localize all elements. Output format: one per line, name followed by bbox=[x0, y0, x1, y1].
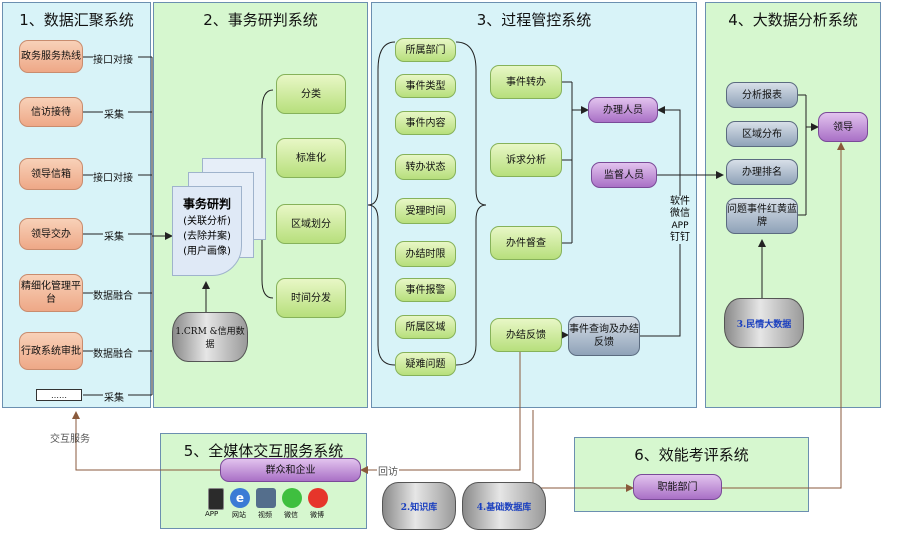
action-transfer[interactable]: 事件转办 bbox=[490, 65, 562, 99]
channel-label: 微信 bbox=[670, 208, 690, 219]
attr-event-content[interactable]: 事件内容 bbox=[395, 111, 456, 135]
icon-label: 视频 bbox=[258, 511, 272, 519]
analysis-warning-cards[interactable]: 问题事件红黄蓝牌 bbox=[726, 198, 798, 234]
source-more[interactable]: …… bbox=[36, 389, 82, 401]
functional-department-node[interactable]: 职能部门 bbox=[633, 474, 722, 500]
source-leader-assign[interactable]: 领导交办 bbox=[19, 218, 83, 250]
action-supervise[interactable]: 办件督查 bbox=[490, 226, 562, 260]
conn-label: 采集 bbox=[104, 110, 124, 121]
conn-label: 接口对接 bbox=[93, 173, 133, 184]
conn-label: 数据融合 bbox=[93, 349, 133, 360]
weibo-icon[interactable] bbox=[308, 488, 328, 508]
action-appeal-analysis[interactable]: 诉求分析 bbox=[490, 143, 562, 177]
panel-title: 5、全媒体交互服务系统 bbox=[183, 442, 344, 460]
panel-title: 6、效能考评系统 bbox=[634, 446, 749, 464]
conn-label: 采集 bbox=[104, 393, 124, 404]
wechat-icon[interactable] bbox=[282, 488, 302, 508]
research-doc[interactable]: 事务研判 (关联分析) (去除并案) (用户画像) bbox=[172, 186, 242, 276]
source-petition[interactable]: 信访接待 bbox=[19, 97, 83, 127]
crm-database[interactable]: 1.CRM &信用数据 bbox=[172, 312, 248, 362]
app-icon[interactable] bbox=[208, 488, 224, 510]
attr-difficult[interactable]: 疑难问题 bbox=[395, 352, 456, 376]
panel-title: 2、事务研判系统 bbox=[203, 11, 318, 29]
action-feedback[interactable]: 办结反馈 bbox=[490, 318, 562, 352]
research-doc-line: (去除并案) bbox=[183, 231, 231, 242]
leader-node[interactable]: 领导 bbox=[818, 112, 868, 142]
video-icon[interactable] bbox=[256, 488, 276, 508]
research-doc-line: (关联分析) bbox=[183, 216, 231, 227]
knowledge-base[interactable]: 2.知识库 bbox=[382, 482, 456, 530]
panel-title: 3、过程管控系统 bbox=[476, 11, 592, 29]
big-data-database[interactable]: 3.民情大数据 bbox=[724, 298, 804, 348]
channel-label: APP bbox=[671, 221, 689, 231]
output-standardize[interactable]: 标准化 bbox=[276, 138, 346, 178]
analysis-report[interactable]: 分析报表 bbox=[726, 82, 798, 108]
channel-labels: 软件 微信 APP 钉钉 bbox=[665, 196, 695, 244]
channel-label: 钉钉 bbox=[670, 232, 690, 243]
base-database[interactable]: 4.基础数据库 bbox=[462, 482, 546, 530]
source-leader-mailbox[interactable]: 领导信箱 bbox=[19, 158, 83, 190]
output-classify[interactable]: 分类 bbox=[276, 74, 346, 114]
attr-transfer-status[interactable]: 转办状态 bbox=[395, 154, 456, 180]
attr-accept-time[interactable]: 受理时间 bbox=[395, 198, 456, 224]
media-icons: e APP 网站 视频 微信 微博 bbox=[200, 488, 340, 524]
research-doc-line: (用户画像) bbox=[183, 246, 231, 257]
edge-label-visit: 回访 bbox=[377, 463, 399, 478]
channel-label: 软件 bbox=[670, 196, 690, 207]
edge-label-interact: 交互服务 bbox=[50, 434, 90, 445]
public-enterprise-node[interactable]: 群众和企业 bbox=[220, 458, 361, 482]
website-icon[interactable]: e bbox=[230, 488, 250, 508]
conn-label: 采集 bbox=[104, 232, 124, 243]
output-time[interactable]: 时间分发 bbox=[276, 278, 346, 318]
source-hotline[interactable]: 政务服务热线 bbox=[19, 40, 83, 73]
supervisor-node[interactable]: 监督人员 bbox=[591, 162, 657, 188]
attr-region[interactable]: 所属区域 bbox=[395, 315, 456, 339]
output-region[interactable]: 区域划分 bbox=[276, 204, 346, 244]
icon-label: APP bbox=[205, 510, 219, 518]
icon-label: 微博 bbox=[310, 511, 324, 519]
attr-event-type[interactable]: 事件类型 bbox=[395, 74, 456, 98]
conn-label: 接口对接 bbox=[93, 55, 133, 66]
attr-alarm[interactable]: 事件报警 bbox=[395, 278, 456, 302]
research-doc-title: 事务研判 bbox=[182, 197, 231, 211]
analysis-ranking[interactable]: 办理排名 bbox=[726, 159, 798, 185]
source-fine-management[interactable]: 精细化管理平台 bbox=[19, 274, 83, 312]
icon-label: 微信 bbox=[284, 511, 298, 519]
analysis-region[interactable]: 区域分布 bbox=[726, 121, 798, 147]
panel-title: 4、大数据分析系统 bbox=[728, 11, 858, 29]
icon-label: 网站 bbox=[232, 511, 246, 519]
attr-department[interactable]: 所属部门 bbox=[395, 38, 456, 62]
panel-title: 1、数据汇聚系统 bbox=[19, 11, 134, 29]
attr-deadline[interactable]: 办结时限 bbox=[395, 241, 456, 267]
handler-node[interactable]: 办理人员 bbox=[588, 97, 658, 123]
feedback-node[interactable]: 事件查询及办结反馈 bbox=[568, 316, 640, 356]
source-admin-approval[interactable]: 行政系统审批 bbox=[19, 332, 83, 370]
conn-label: 数据融合 bbox=[93, 291, 133, 302]
